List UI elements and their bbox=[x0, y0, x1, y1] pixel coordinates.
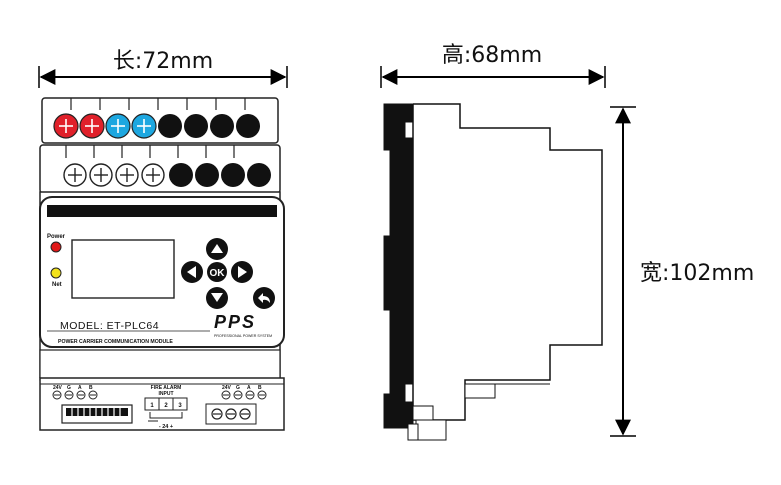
fire-alarm-line1: FIRE ALARM bbox=[151, 385, 182, 391]
top-terminal-row bbox=[53, 113, 260, 139]
fire-alarm-pin-3: 3 bbox=[178, 403, 182, 409]
left-terminal-label-a: A bbox=[78, 385, 82, 391]
fire-alarm-pin-1: 1 bbox=[150, 403, 154, 409]
net-label: Net bbox=[52, 282, 62, 288]
brand-subtitle: PROFESSIONAL POWER SYSTEM bbox=[214, 334, 272, 338]
right-terminal-label-24v: 24V bbox=[222, 385, 232, 391]
side-view bbox=[383, 103, 603, 441]
second-terminal-row bbox=[63, 163, 271, 187]
down-arrow-icon bbox=[211, 293, 223, 302]
left-bottom-terminals: 24V G A B bbox=[52, 385, 133, 424]
net-led bbox=[50, 267, 62, 279]
left-arrow-icon bbox=[187, 266, 196, 278]
height-label: 高:68mm bbox=[442, 43, 542, 68]
width-label: 宽:102mm bbox=[640, 261, 754, 286]
module-name: POWER CARRIER COMMUNICATION MODULE bbox=[58, 339, 173, 345]
front-view: Power Net OK MODEL: ET-PLC64 PPS PROFESS… bbox=[39, 97, 285, 431]
right-terminal-label-g: G bbox=[236, 385, 240, 391]
fire-alarm-line2: INPUT bbox=[159, 391, 174, 397]
ok-label: OK bbox=[210, 268, 226, 279]
power-led bbox=[50, 241, 62, 253]
model-label: MODEL: ET-PLC64 bbox=[60, 320, 159, 332]
right-bottom-terminals: 24V G A B bbox=[205, 385, 267, 425]
left-terminal-label-24v: 24V bbox=[53, 385, 63, 391]
height-dimension: 高:68mm bbox=[380, 43, 606, 88]
fire-alarm-bottom: - 24 + bbox=[159, 424, 173, 430]
back-arrow-icon bbox=[258, 293, 270, 303]
length-label: 长:72mm bbox=[113, 49, 213, 74]
nav-keypad[interactable]: OK bbox=[181, 238, 275, 309]
left-terminal-label-b: B bbox=[89, 385, 93, 391]
fire-alarm-input: FIRE ALARM INPUT 1 2 3 - 24 + bbox=[144, 385, 188, 430]
right-terminal-label-b: B bbox=[258, 385, 262, 391]
right-arrow-icon bbox=[238, 266, 247, 278]
power-label: Power bbox=[47, 234, 66, 240]
up-arrow-icon bbox=[211, 244, 223, 253]
left-terminal-label-g: G bbox=[67, 385, 71, 391]
right-terminal-label-a: A bbox=[247, 385, 251, 391]
width-dimension: 宽:102mm bbox=[610, 106, 754, 437]
lcd-screen bbox=[71, 239, 175, 299]
ok-button[interactable] bbox=[207, 262, 227, 282]
brand-logo: PPS bbox=[214, 312, 256, 332]
panel-top-stripe bbox=[47, 205, 277, 217]
fire-alarm-pin-2: 2 bbox=[164, 403, 168, 409]
length-dimension: 长:72mm bbox=[38, 49, 288, 88]
